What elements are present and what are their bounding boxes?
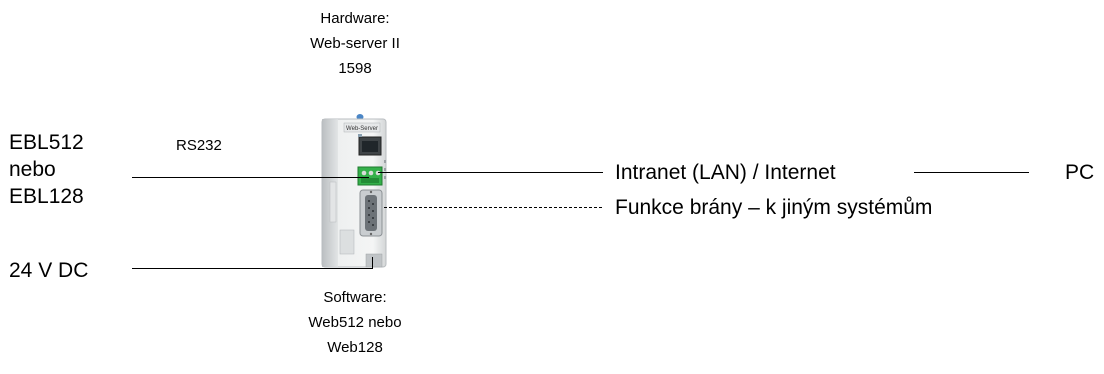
ebl128-label: EBL128: [9, 185, 84, 208]
software-name-2: Web128: [327, 339, 383, 356]
hardware-number: 1598: [338, 60, 372, 77]
pc-connection-line: [914, 172, 1029, 173]
rs232-connection-line: [132, 177, 369, 178]
nebo-label: nebo: [9, 158, 56, 181]
ebl512-label: EBL512: [9, 131, 84, 154]
software-name-1: Web512 nebo: [308, 314, 402, 331]
software-label: Software:: [323, 289, 387, 306]
hardware-caption: Hardware: Web-server II 1598: [290, 10, 420, 85]
hardware-label: Hardware:: [320, 10, 390, 27]
ebl-label: EBL512 nebo EBL128: [9, 129, 84, 210]
network-connection-line: [378, 172, 603, 173]
hardware-model: Web-server II: [310, 35, 400, 52]
power-connector-stub: [372, 257, 373, 269]
network-label: Intranet (LAN) / Internet: [615, 161, 836, 184]
power-label: 24 V DC: [9, 259, 89, 282]
gateway-connection-line: [384, 207, 602, 208]
power-connection-line: [132, 268, 373, 269]
rs232-label: RS232: [176, 137, 222, 154]
software-caption: Software: Web512 nebo Web128: [290, 289, 420, 364]
gateway-label: Funkce brány – k jiným systémům: [615, 196, 933, 219]
device-label: Web-Server: [346, 126, 378, 132]
web-server-device-image: Web-Server: [321, 114, 387, 268]
pc-label: PC: [1065, 161, 1095, 184]
